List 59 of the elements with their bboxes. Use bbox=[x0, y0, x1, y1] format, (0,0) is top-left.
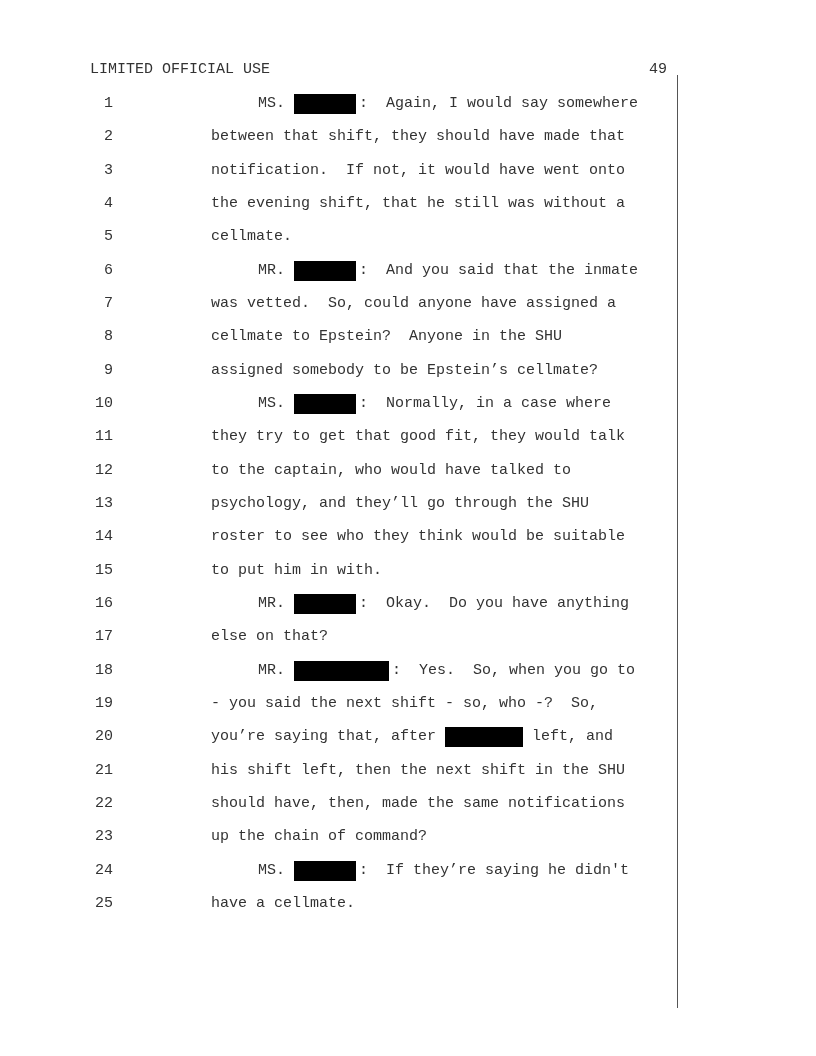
line-number: 13 bbox=[95, 493, 113, 514]
transcript-text: up the chain of command? bbox=[211, 827, 428, 848]
transcript-text: to the captain, who would have talked to bbox=[211, 460, 572, 481]
transcript-text: to put him in with. bbox=[211, 560, 383, 581]
transcript-text: MR. bbox=[258, 593, 285, 614]
line-number: 19 bbox=[95, 693, 113, 714]
transcript-text: his shift left, then the next shift in the SHU bbox=[211, 760, 626, 781]
line-number: 16 bbox=[95, 593, 113, 614]
line-number: 14 bbox=[95, 527, 113, 548]
line-number: 21 bbox=[95, 760, 113, 781]
transcript-text: cellmate. bbox=[211, 227, 292, 248]
header-text: LIMITED OFFICIAL USE bbox=[90, 60, 271, 80]
transcript-text: assigned somebody to be Epstein’s cellmate? bbox=[211, 360, 599, 381]
line-number: 24 bbox=[95, 860, 113, 881]
line-number: 25 bbox=[95, 893, 113, 914]
transcript-text: the evening shift, that he still was without a bbox=[211, 194, 626, 214]
line-number: 2 bbox=[104, 127, 113, 148]
line-number: 12 bbox=[95, 460, 113, 481]
transcript-text: : Again, I would say somewhere bbox=[359, 94, 639, 114]
transcript-text: else on that? bbox=[211, 627, 329, 648]
page-number: 49 bbox=[649, 60, 667, 80]
transcript-text: roster to see who they think would be suitable bbox=[211, 527, 626, 548]
line-number: 4 bbox=[104, 194, 113, 214]
line-number: 23 bbox=[95, 827, 113, 848]
line-number: 18 bbox=[95, 660, 113, 681]
line-number: 8 bbox=[104, 327, 113, 348]
transcript-text: cellmate to Epstein? Anyone in the SHU bbox=[211, 327, 563, 348]
transcript-text: MS. bbox=[258, 94, 285, 114]
transcript-text: notification. If not, it would have went onto bbox=[211, 160, 626, 181]
transcript-text: : Okay. Do you have anything bbox=[359, 593, 630, 614]
transcript-text: - you said the next shift - so, who -? So, bbox=[211, 693, 599, 714]
line-number: 9 bbox=[104, 360, 113, 381]
transcript-text: left, and bbox=[532, 727, 614, 748]
transcript-text: have a cellmate. bbox=[211, 893, 356, 914]
line-number: 6 bbox=[104, 260, 113, 281]
transcript-text: MR. bbox=[258, 260, 285, 281]
line-number: 5 bbox=[104, 227, 113, 248]
transcript-text: psychology, and they’ll go through the SHU bbox=[211, 493, 590, 514]
transcript-text: : Yes. So, when you go to bbox=[392, 660, 636, 681]
transcript-text: MS. bbox=[258, 393, 285, 414]
transcript-text: was vetted. So, could anyone have assigned a bbox=[211, 293, 617, 314]
line-number: 1 bbox=[104, 94, 113, 114]
transcript-text: should have, then, made the same notifications bbox=[211, 793, 626, 814]
transcript-text: you’re saying that, after bbox=[211, 727, 437, 748]
line-number: 17 bbox=[95, 627, 113, 648]
transcript-text: MR. bbox=[258, 660, 285, 681]
line-number: 20 bbox=[95, 727, 113, 748]
line-number: 11 bbox=[95, 427, 113, 448]
transcript-text: : And you said that the inmate bbox=[359, 260, 639, 281]
line-number: 3 bbox=[104, 160, 113, 181]
transcript-text: : If they’re saying he didn't bbox=[359, 860, 630, 881]
transcript-text: they try to get that good fit, they would talk bbox=[211, 427, 626, 448]
line-number: 22 bbox=[95, 793, 113, 814]
line-number: 7 bbox=[104, 293, 113, 314]
line-number: 10 bbox=[95, 393, 113, 414]
line-number: 15 bbox=[95, 560, 113, 581]
transcript-text: : Normally, in a case where bbox=[359, 393, 612, 414]
transcript-text: between that shift, they should have made that bbox=[211, 127, 626, 148]
transcript-text: MS. bbox=[258, 860, 285, 881]
